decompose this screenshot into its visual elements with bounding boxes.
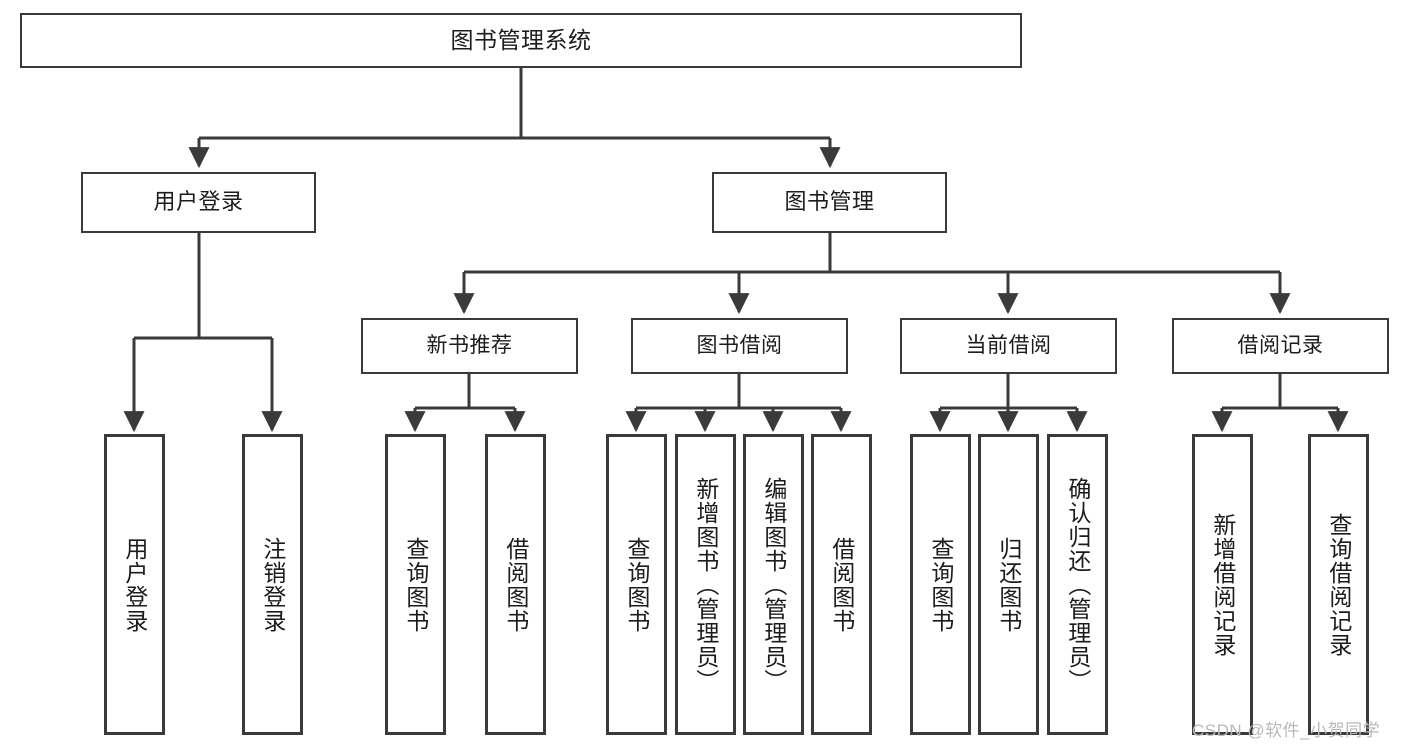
node-leaf-query-book-3[interactable]: 查询图书 [910, 434, 971, 735]
node-borrow-record-label: 借阅记录 [1237, 334, 1324, 358]
node-leaf-edit-book[interactable]: 编辑图书（管理员） [743, 434, 804, 735]
node-new-book-recommend-label: 新书推荐 [426, 334, 513, 358]
node-leaf-query-book-2[interactable]: 查询图书 [606, 434, 667, 735]
node-current-borrow[interactable]: 当前借阅 [900, 318, 1117, 374]
node-leaf-logout-label: 注销登录 [259, 536, 286, 633]
node-root-label: 图书管理系统 [450, 26, 592, 53]
node-leaf-borrow-book-2-label: 借阅图书 [828, 536, 855, 633]
node-leaf-confirm-return-label: 确认归还（管理员） [1064, 476, 1091, 693]
node-book-borrow-label: 图书借阅 [696, 334, 783, 358]
node-leaf-query-record[interactable]: 查询借阅记录 [1308, 434, 1369, 735]
node-leaf-query-book-2-label: 查询图书 [623, 536, 650, 633]
node-leaf-query-book-1-label: 查询图书 [402, 536, 429, 633]
node-leaf-borrow-book-1[interactable]: 借阅图书 [485, 434, 546, 735]
csdn-watermark: CSDN @软件_小贺同学 [1192, 721, 1381, 740]
node-user-login-label: 用户登录 [153, 189, 244, 215]
node-borrow-record[interactable]: 借阅记录 [1172, 318, 1389, 374]
node-leaf-add-record[interactable]: 新增借阅记录 [1192, 434, 1253, 735]
node-leaf-edit-book-label: 编辑图书（管理员） [760, 476, 787, 693]
node-user-login[interactable]: 用户登录 [81, 172, 316, 233]
node-book-manage-label: 图书管理 [784, 189, 875, 215]
node-leaf-add-book[interactable]: 新增图书（管理员） [675, 434, 736, 735]
node-leaf-borrow-book-2[interactable]: 借阅图书 [811, 434, 872, 735]
node-new-book-recommend[interactable]: 新书推荐 [361, 318, 578, 374]
node-leaf-return-book[interactable]: 归还图书 [978, 434, 1039, 735]
node-leaf-logout[interactable]: 注销登录 [242, 434, 303, 735]
node-leaf-user-login[interactable]: 用户登录 [104, 434, 165, 735]
node-leaf-query-record-label: 查询借阅记录 [1325, 512, 1352, 657]
node-leaf-confirm-return[interactable]: 确认归还（管理员） [1047, 434, 1108, 735]
node-leaf-borrow-book-1-label: 借阅图书 [502, 536, 529, 633]
node-leaf-add-record-label: 新增借阅记录 [1209, 512, 1236, 657]
node-leaf-user-login-label: 用户登录 [121, 536, 148, 633]
node-current-borrow-label: 当前借阅 [965, 334, 1052, 358]
node-leaf-query-book-1[interactable]: 查询图书 [385, 434, 446, 735]
node-root[interactable]: 图书管理系统 [20, 13, 1022, 68]
node-leaf-query-book-3-label: 查询图书 [927, 536, 954, 633]
node-leaf-add-book-label: 新增图书（管理员） [692, 476, 719, 693]
node-book-manage[interactable]: 图书管理 [712, 172, 947, 233]
node-book-borrow[interactable]: 图书借阅 [631, 318, 848, 374]
node-leaf-return-book-label: 归还图书 [995, 536, 1022, 633]
